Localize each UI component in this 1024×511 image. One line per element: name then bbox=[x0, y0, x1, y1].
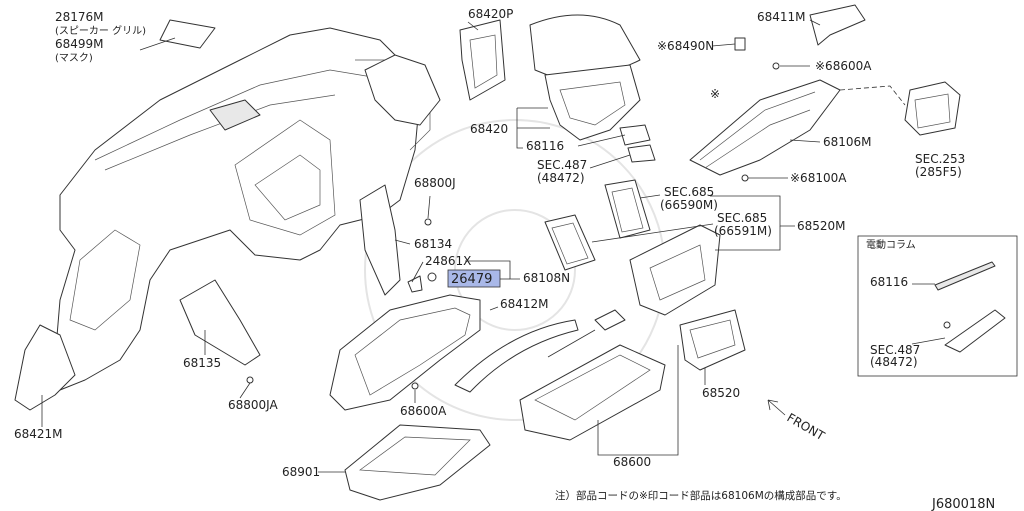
highlight-26479 bbox=[447, 269, 501, 288]
screw-68800JA bbox=[246, 376, 254, 384]
label-68135: 68135 bbox=[183, 356, 221, 370]
label-26479: 26479 bbox=[451, 272, 492, 287]
inset-68116 bbox=[934, 261, 996, 291]
label-68901: 68901 bbox=[282, 465, 320, 479]
label-sec253-code: (285F5) bbox=[915, 165, 962, 179]
part-68100A-screw bbox=[741, 174, 749, 182]
label-24861X: 24861X bbox=[425, 254, 471, 268]
label-68100A: ※68100A bbox=[790, 171, 847, 185]
vent-66591M bbox=[544, 214, 596, 271]
part-68420P bbox=[459, 19, 506, 101]
label-68520M: 68520M bbox=[797, 219, 846, 233]
part-68520 bbox=[679, 309, 746, 371]
part-68106M bbox=[689, 79, 841, 176]
label-28176M: 28176M bbox=[55, 10, 104, 24]
label-28176M-desc: (スピーカー グリル) bbox=[55, 24, 146, 37]
part-68116-bracket bbox=[619, 124, 651, 146]
label-68520: 68520 bbox=[702, 386, 740, 400]
inset-frame bbox=[857, 235, 1018, 377]
label-inset-title: 電動コラム bbox=[866, 238, 916, 251]
speaker-grille bbox=[159, 19, 216, 49]
part-68490N bbox=[734, 37, 746, 51]
label-sec685b-code: (66591M) bbox=[714, 224, 772, 238]
part-68412M bbox=[454, 319, 579, 393]
label-inset-sec487-code: (48472) bbox=[870, 355, 918, 369]
label-sec253: SEC.253 bbox=[915, 152, 965, 166]
part-68135 bbox=[179, 279, 261, 366]
leader-lines bbox=[41, 19, 946, 473]
label-68499M-desc: (マスク) bbox=[55, 52, 93, 64]
label-68490N: ※68490N bbox=[657, 39, 714, 53]
label-sec487-code: (48472) bbox=[537, 171, 585, 185]
label-68106M: 68106M bbox=[823, 135, 872, 149]
screw-68600A bbox=[411, 382, 419, 390]
label-68600A-top: ※68600A bbox=[815, 59, 872, 73]
front-arrow bbox=[767, 399, 786, 416]
part-68901 bbox=[344, 424, 491, 501]
label-68600A: 68600A bbox=[400, 404, 447, 418]
label-68800JA: 68800JA bbox=[228, 398, 279, 412]
label-sec685a-code: (66590M) bbox=[660, 198, 718, 212]
part-68421M bbox=[14, 324, 76, 411]
part-68411M bbox=[809, 4, 866, 46]
vent-66590M bbox=[604, 179, 651, 239]
inset-sec487 bbox=[944, 309, 1006, 353]
label-68600: 68600 bbox=[613, 455, 651, 469]
footnote: 注）部品コードの※印コード部品は68106Mの構成部品です。 bbox=[555, 489, 847, 502]
part-68600A-screw-top bbox=[772, 62, 780, 70]
label-68420P: 68420P bbox=[468, 7, 513, 21]
inset-screw bbox=[943, 321, 951, 329]
label-sec487: SEC.487 bbox=[537, 158, 587, 172]
diagram-id: J680018N bbox=[931, 497, 995, 511]
label-68108N: 68108N bbox=[523, 271, 570, 285]
label-sec685a: SEC.685 bbox=[664, 185, 714, 199]
part-26479 bbox=[427, 272, 437, 282]
part-68420 bbox=[529, 14, 641, 141]
label-mark: ※ bbox=[710, 87, 720, 101]
part-sec253-switch bbox=[904, 81, 961, 136]
screw-68800J bbox=[424, 218, 432, 226]
label-68134: 68134 bbox=[414, 237, 452, 251]
label-front: FRONT bbox=[785, 410, 828, 443]
instrument-panel bbox=[54, 19, 441, 391]
glove-striker bbox=[594, 309, 626, 331]
label-sec685b: SEC.685 bbox=[717, 211, 767, 225]
glove-box-assembly bbox=[329, 294, 481, 411]
label-inset-68116: 68116 bbox=[870, 275, 908, 289]
label-68800J: 68800J bbox=[414, 176, 456, 190]
part-24861X bbox=[407, 275, 423, 293]
dash-line-sec253 bbox=[839, 85, 906, 106]
part-68600 bbox=[519, 344, 666, 441]
part-sec487-connector bbox=[627, 144, 656, 163]
part-68134 bbox=[359, 184, 401, 296]
label-68499M: 68499M bbox=[55, 37, 104, 51]
label-68421M: 68421M bbox=[14, 427, 63, 441]
label-68420: 68420 bbox=[470, 122, 508, 136]
label-inset-sec487: SEC.487 bbox=[870, 343, 920, 357]
label-68411M: 68411M bbox=[757, 10, 806, 24]
part-68520M bbox=[629, 224, 721, 316]
label-68412M: 68412M bbox=[500, 297, 549, 311]
label-68116: 68116 bbox=[526, 139, 564, 153]
